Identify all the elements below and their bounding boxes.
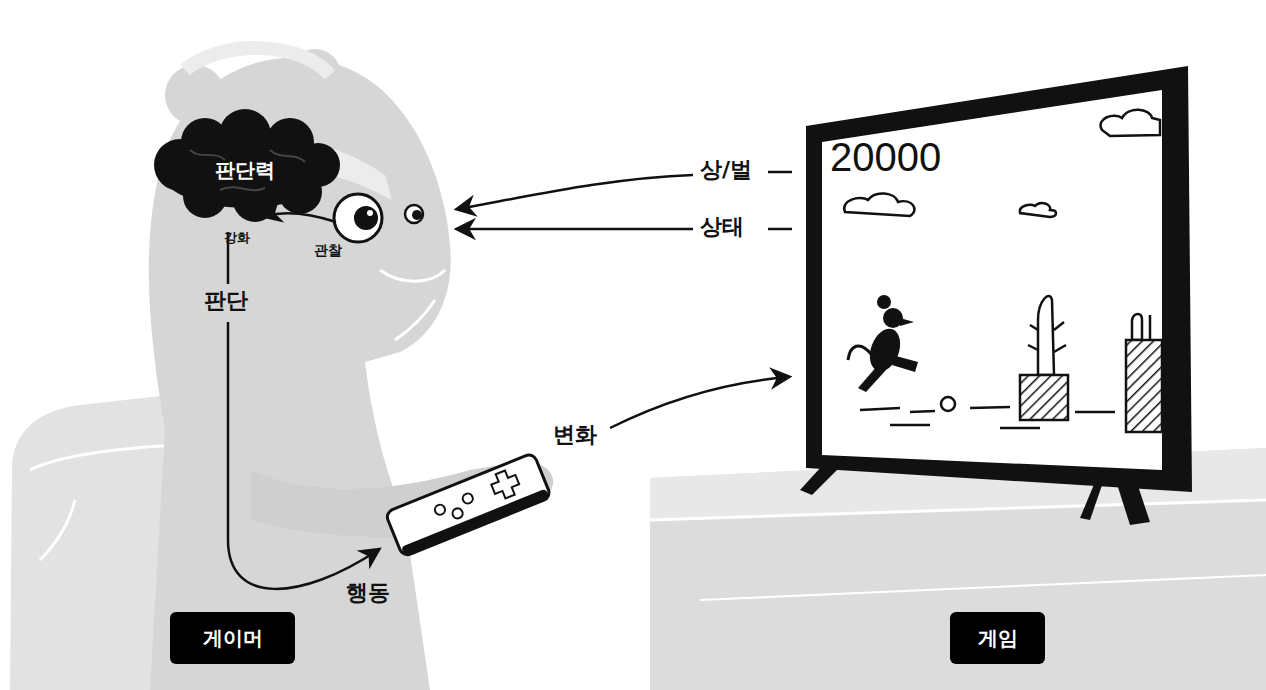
flow-label: 상/벌 [700,157,752,183]
gamer-figure [149,48,553,690]
node-label: 게이머 [203,625,263,652]
flow-label: 관찰 [314,242,342,259]
tv [800,66,1192,525]
flow-label: 강화 [224,230,250,246]
label-box: 게임 [950,612,1045,664]
flow-label: 상태 [700,214,744,240]
node-label: 판단력 [215,157,275,184]
game-screen: 20000 [822,92,1162,454]
remote-controller [385,453,551,557]
node-label: 게임 [978,625,1018,652]
brain-node: 판단력 [165,140,325,200]
eye [334,194,423,242]
flow-label: 변화 [553,422,597,448]
flow-label: 판단 [204,288,248,314]
label-box: 게이머 [170,612,295,664]
brain-cloud [154,109,340,222]
flow-label: 행동 [346,580,390,606]
score-text: 20000 [830,137,941,177]
flow-arrows [228,172,792,589]
